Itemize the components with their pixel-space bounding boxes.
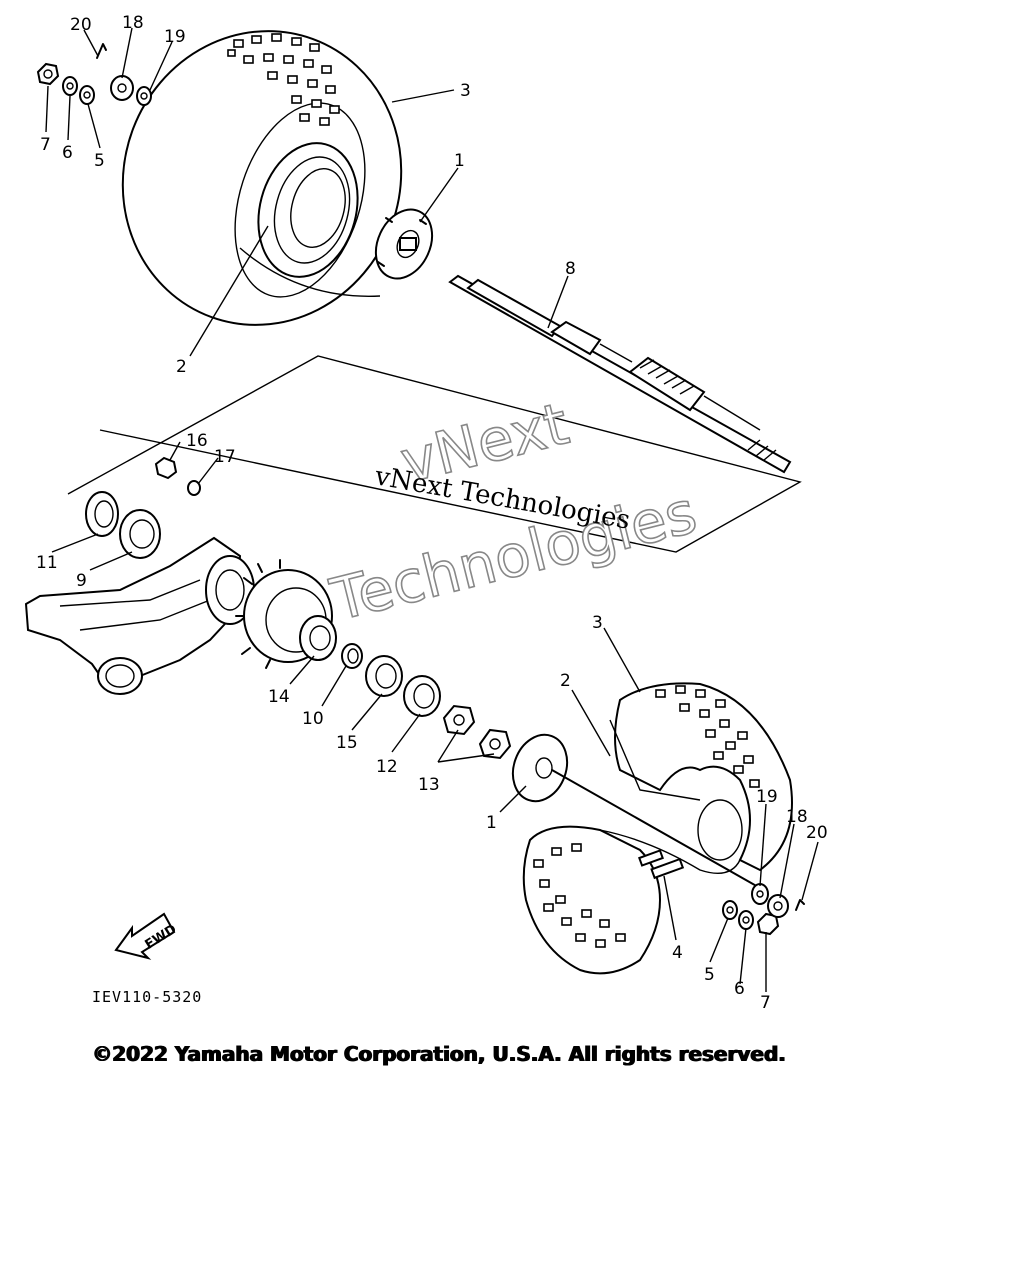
nipple-and-cap xyxy=(154,456,201,496)
part-label-19: 19 xyxy=(164,27,186,47)
part-label-1: 1 xyxy=(454,151,465,171)
seal-and-bearing xyxy=(85,491,161,559)
part-label-6b: 6 xyxy=(734,979,745,999)
forward-arrow-icon: FWD xyxy=(114,912,180,960)
part-label-8: 8 xyxy=(565,259,576,279)
diagram-code: IEV110-5320 xyxy=(92,988,202,1006)
part-label-3: 3 xyxy=(460,81,471,101)
spacer-row xyxy=(341,643,512,760)
swingarm-assembly xyxy=(24,536,337,695)
part-label-16: 16 xyxy=(186,431,208,451)
part-label-4: 4 xyxy=(672,943,683,963)
part-label-9: 9 xyxy=(76,571,87,591)
assembly-bracket xyxy=(67,355,802,553)
part-label-18b: 18 xyxy=(786,807,808,827)
axle xyxy=(448,274,792,474)
part-label-3b: 3 xyxy=(592,613,603,633)
part-label-7: 7 xyxy=(40,135,51,155)
part-label-10: 10 xyxy=(302,709,324,729)
part-labels: 20 18 19 7 6 5 3 1 2 8 16 17 11 9 14 10 … xyxy=(36,13,828,1013)
part-label-12: 12 xyxy=(376,757,398,777)
part-label-6: 6 xyxy=(62,143,73,163)
part-label-7b: 7 xyxy=(760,993,771,1013)
part-label-19b: 19 xyxy=(756,787,778,807)
top-hardware xyxy=(36,43,152,106)
part-label-2: 2 xyxy=(176,357,187,377)
part-label-2b: 2 xyxy=(560,671,571,691)
copyright-notice: ©2022 Yamaha Motor Corporation, U.S.A. A… xyxy=(92,1042,786,1066)
part-label-11: 11 xyxy=(36,553,58,573)
part-label-1b: 1 xyxy=(486,813,497,833)
lower-hub xyxy=(511,733,761,889)
watermark: vNext Technologies vNext Technologies xyxy=(323,389,704,635)
part-label-18: 18 xyxy=(122,13,144,33)
part-label-5b: 5 xyxy=(704,965,715,985)
part-label-20: 20 xyxy=(70,15,92,35)
part-label-5: 5 xyxy=(94,151,105,171)
lower-tire xyxy=(522,682,793,975)
lower-hardware xyxy=(722,883,805,936)
part-label-20b: 20 xyxy=(806,823,828,843)
part-label-17: 17 xyxy=(214,447,236,467)
top-tire xyxy=(121,30,403,326)
leader-lines xyxy=(45,27,819,992)
part-label-13: 13 xyxy=(418,775,440,795)
part-label-14: 14 xyxy=(268,687,290,707)
part-label-15: 15 xyxy=(336,733,358,753)
top-hub xyxy=(374,208,434,280)
